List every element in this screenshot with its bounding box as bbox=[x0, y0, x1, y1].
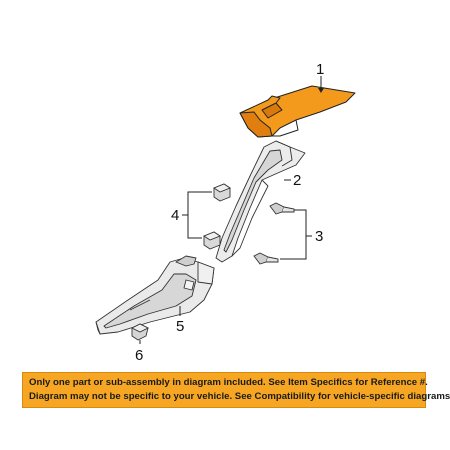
callout-3: 3 bbox=[315, 228, 323, 245]
callout-5: 5 bbox=[176, 318, 184, 335]
leader-3 bbox=[280, 209, 312, 260]
callout-4: 4 bbox=[171, 207, 179, 224]
part-4-lower-grommet bbox=[203, 231, 221, 250]
callout-6: 6 bbox=[135, 347, 143, 364]
callout-2: 2 bbox=[293, 172, 301, 189]
disclaimer-banner: Only one part or sub-assembly in diagram… bbox=[22, 372, 450, 408]
part-2-center-pillar-trim bbox=[215, 140, 306, 263]
part-5-sill-trim bbox=[95, 255, 215, 335]
part-3-upper-fastener bbox=[269, 202, 295, 215]
part-1-upper-trim bbox=[239, 85, 356, 138]
part-4-upper-grommet bbox=[213, 183, 231, 202]
part-6-clip bbox=[130, 323, 150, 341]
callout-1: 1 bbox=[316, 61, 324, 78]
leader-4 bbox=[182, 191, 212, 239]
leader-1-arrow bbox=[318, 88, 324, 93]
disclaimer-line-2: Diagram may not be specific to your vehi… bbox=[29, 391, 450, 402]
part-3-lower-fastener bbox=[253, 252, 279, 265]
disclaimer-line-1: Only one part or sub-assembly in diagram… bbox=[29, 377, 428, 388]
